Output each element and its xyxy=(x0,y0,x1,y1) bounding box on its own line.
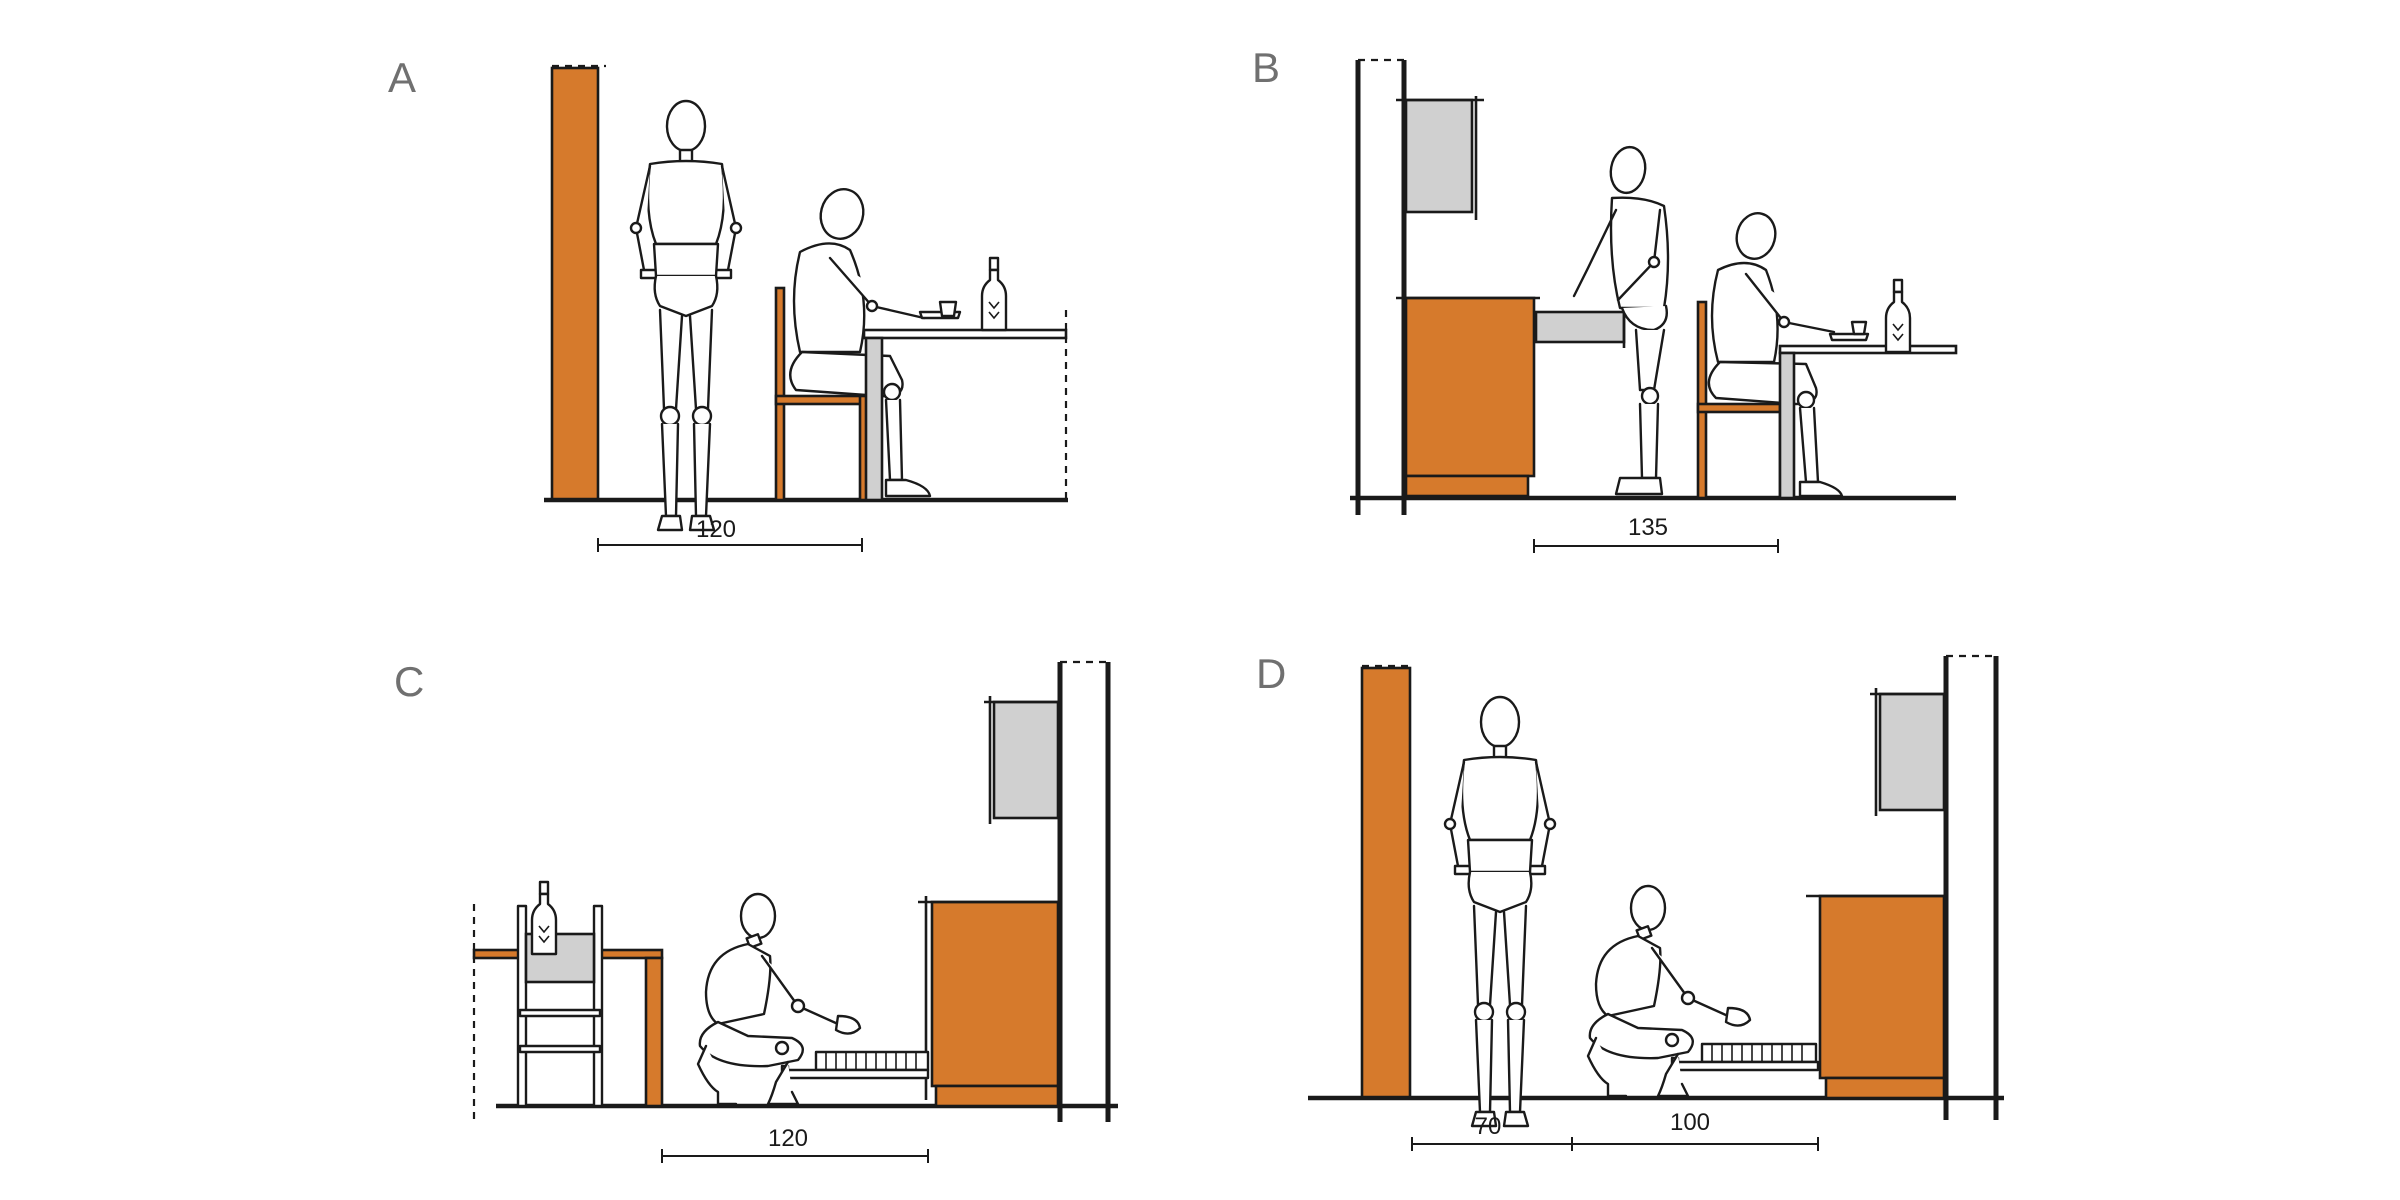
bottle xyxy=(1884,278,1912,354)
table xyxy=(1778,332,1958,500)
standing-person xyxy=(629,99,743,532)
open-drawer xyxy=(780,1050,930,1082)
chair xyxy=(516,904,604,1108)
panel-label-d: D xyxy=(1256,650,1286,697)
open-drawer xyxy=(1534,310,1626,344)
dimension-label: 135 xyxy=(1628,514,1668,541)
wall-cabinet xyxy=(1878,692,1946,812)
panel-c: C xyxy=(394,658,1118,1163)
base-cabinet xyxy=(1404,296,1536,478)
standing-person xyxy=(1443,695,1557,1128)
bottle xyxy=(530,880,558,956)
cup xyxy=(1850,320,1868,336)
base-cabinet xyxy=(930,900,1060,1088)
panel-b: B xyxy=(1252,44,1958,553)
tall-cabinet xyxy=(1360,666,1412,1100)
bottle xyxy=(980,256,1008,332)
wall-cabinet xyxy=(992,700,1060,820)
dimension-label: 120 xyxy=(696,516,736,543)
tall-cabinet xyxy=(550,66,600,502)
dimension-label: 120 xyxy=(768,1125,808,1152)
dimension-label-left: 70 xyxy=(1475,1113,1502,1140)
dimension-b: 135 xyxy=(1533,514,1779,553)
dimension-a: 120 xyxy=(597,516,863,552)
open-drawer xyxy=(1670,1042,1820,1074)
standing-person xyxy=(1572,145,1670,496)
cup xyxy=(938,300,958,318)
dimension-c: 120 xyxy=(661,1125,929,1163)
dimension-label-right: 100 xyxy=(1670,1109,1710,1136)
base-cabinet xyxy=(1818,894,1946,1080)
panel-d: D 70 10 xyxy=(1256,650,2004,1151)
panel-label-c: C xyxy=(394,658,424,705)
wall-cabinet xyxy=(1404,98,1474,214)
dimension-d: 70 100 xyxy=(1411,1109,1819,1151)
panel-a: A xyxy=(388,54,1068,552)
panel-label-a: A xyxy=(388,54,416,101)
seated-person xyxy=(789,188,932,498)
panel-label-b: B xyxy=(1252,44,1280,91)
table xyxy=(862,310,1068,502)
